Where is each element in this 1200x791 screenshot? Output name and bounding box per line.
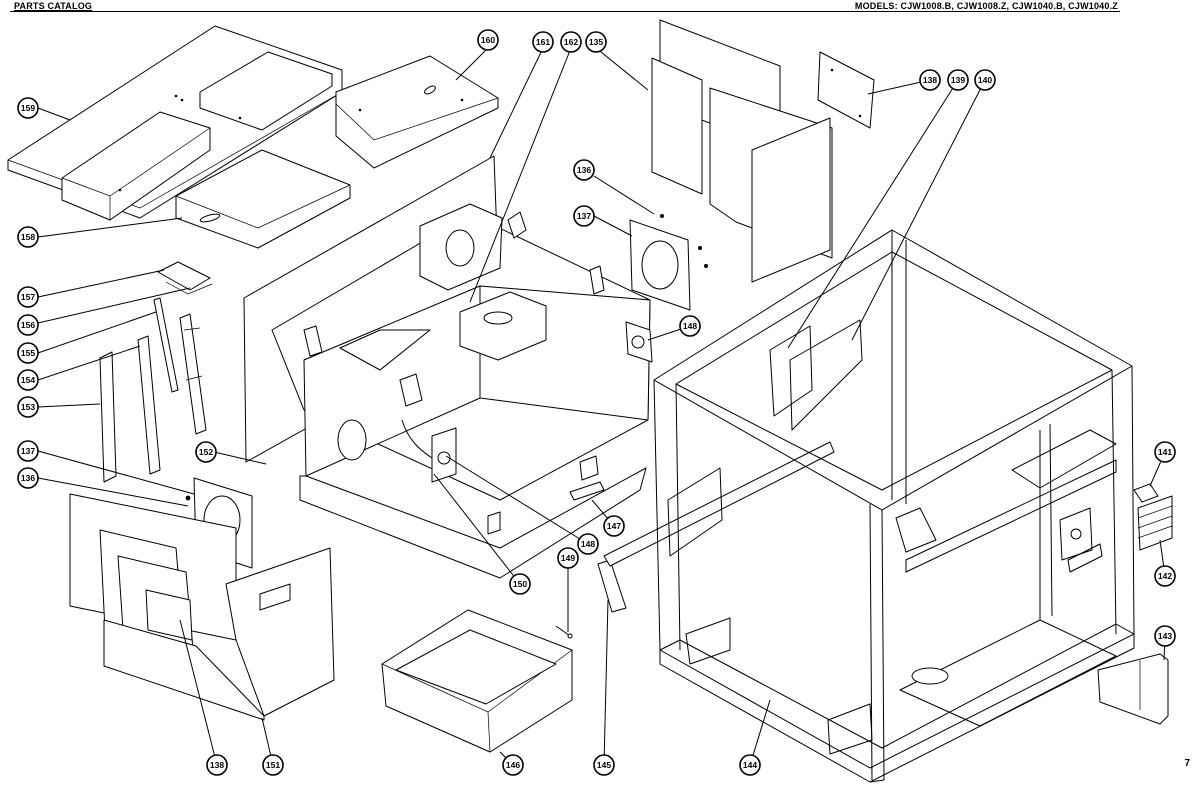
svg-text:160: 160 [481,35,495,45]
part-160-top-rail [335,55,499,169]
svg-text:148: 148 [581,539,595,549]
callout-138-top[interactable]: 138 [919,69,941,91]
part-153-154-side-rails [99,335,161,483]
svg-text:142: 142 [1158,571,1172,581]
callout-137-left[interactable]: 137 [17,440,39,462]
part-145-channel [597,441,835,613]
callout-146[interactable]: 146 [502,754,524,776]
callout-159[interactable]: 159 [17,97,39,119]
callout-145[interactable]: 145 [593,754,615,776]
part-138-plate [817,51,875,129]
callout-135[interactable]: 135 [585,31,607,53]
part-148-grommet-top [625,321,653,363]
callout-140[interactable]: 140 [974,69,996,91]
callout-136-left[interactable]: 136 [17,467,39,489]
callout-150[interactable]: 150 [509,573,531,595]
svg-text:161: 161 [536,37,550,47]
svg-text:137: 137 [577,211,591,221]
callout-153[interactable]: 153 [17,396,39,418]
svg-text:138: 138 [210,760,224,770]
callout-148-mid[interactable]: 148 [577,533,599,555]
part-144-frame [653,229,1135,783]
part-137-flange-top [629,214,708,311]
callout-144[interactable]: 144 [739,754,761,776]
leader-lines [37,47,1166,766]
callout-142[interactable]: 142 [1154,565,1176,587]
svg-text:138: 138 [923,75,937,85]
part-157-bracket [157,261,213,295]
callout-154[interactable]: 154 [17,369,39,391]
callout-136-top[interactable]: 136 [573,159,595,181]
callout-158[interactable]: 158 [17,226,39,248]
part-159-top-cover [7,25,343,221]
callout-143[interactable]: 143 [1154,625,1176,647]
svg-text:143: 143 [1158,631,1172,641]
callout-160[interactable]: 160 [477,29,499,51]
callout-152[interactable]: 152 [195,441,217,463]
svg-text:140: 140 [978,75,992,85]
svg-text:159: 159 [21,103,35,113]
svg-text:154: 154 [21,375,35,385]
callout-147[interactable]: 147 [603,515,625,537]
svg-text:136: 136 [21,473,35,483]
part-143-bracket [1097,653,1169,725]
svg-text:162: 162 [564,37,578,47]
svg-text:150: 150 [513,579,527,589]
svg-text:157: 157 [21,292,35,302]
callout-137-top[interactable]: 137 [573,205,595,227]
part-158-support-panel [175,149,351,249]
svg-text:149: 149 [561,553,575,563]
svg-text:136: 136 [577,165,591,175]
svg-text:135: 135 [589,37,603,47]
callout-156[interactable]: 156 [17,314,39,336]
callout-155[interactable]: 155 [17,342,39,364]
callout-138-bottom[interactable]: 138 [206,754,228,776]
callout-161[interactable]: 161 [532,31,554,53]
svg-text:148: 148 [683,321,697,331]
svg-text:153: 153 [21,402,35,412]
part-135-side-panels [651,19,833,283]
page-number: 7 [1184,758,1190,769]
header-rule [10,11,1120,12]
svg-text:151: 151 [266,760,280,770]
part-146-drawer [381,609,573,753]
models-line: MODELS: CJW1008.B, CJW1008.Z, CJW1040.B,… [854,1,1118,11]
svg-text:145: 145 [597,760,611,770]
svg-text:146: 146 [506,760,520,770]
callout-162[interactable]: 162 [560,31,582,53]
part-149-rod [555,625,573,639]
svg-text:156: 156 [21,320,35,330]
part-main-cabinet [243,155,651,579]
callout-151[interactable]: 151 [262,754,284,776]
svg-text:147: 147 [607,521,621,531]
callout-149[interactable]: 149 [557,547,579,569]
svg-text:141: 141 [1158,447,1172,457]
callout-148-top[interactable]: 148 [679,315,701,337]
part-141-142-terminal-block [1133,483,1173,551]
callout-141[interactable]: 141 [1154,441,1176,463]
callout-139[interactable]: 139 [947,69,969,91]
part-155-156-slides [153,297,207,435]
part-151-front-panel [69,493,335,721]
svg-text:158: 158 [21,232,35,242]
catalog-title: PARTS CATALOG [14,1,93,11]
svg-text:137: 137 [21,446,35,456]
callout-157[interactable]: 157 [17,286,39,308]
svg-text:155: 155 [21,348,35,358]
svg-text:139: 139 [951,75,965,85]
svg-text:152: 152 [199,447,213,457]
svg-text:144: 144 [743,760,757,770]
